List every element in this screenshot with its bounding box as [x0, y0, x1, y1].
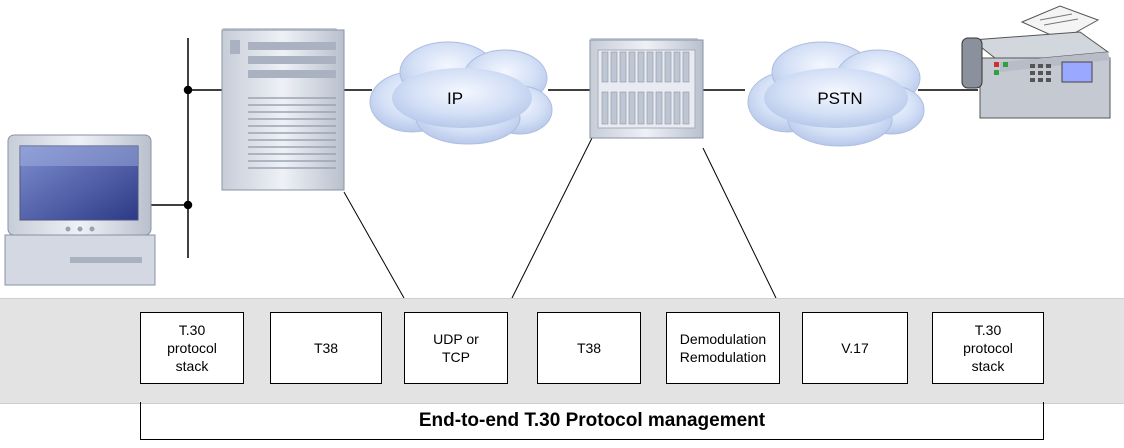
fax-machine-icon — [961, 5, 1111, 119]
gateway-chassis-icon — [589, 38, 704, 139]
stack-box-t30-right: T.30 protocol stack — [932, 312, 1044, 384]
pstn-cloud: PSTN — [747, 41, 925, 147]
stack-box-v17: V.17 — [802, 312, 908, 384]
lan-bus — [150, 38, 222, 258]
stack-box-t30-left: T.30 protocol stack — [140, 312, 244, 384]
stack-box-t38-right: T38 — [537, 312, 641, 384]
stack-box-udp-tcp: UDP or TCP — [404, 312, 508, 384]
ip-label: IP — [447, 89, 463, 108]
end-to-end-label: End-to-end T.30 Protocol management — [140, 402, 1044, 440]
pstn-label: PSTN — [817, 89, 862, 108]
desktop-computer-icon — [4, 134, 156, 286]
stack-box-t38-left: T38 — [270, 312, 382, 384]
mapping-lines — [343, 137, 777, 299]
stack-box-demod-remod: Demodulation Remodulation — [666, 312, 780, 384]
ip-cloud: IP — [369, 41, 553, 145]
server-tower-icon — [221, 28, 345, 191]
